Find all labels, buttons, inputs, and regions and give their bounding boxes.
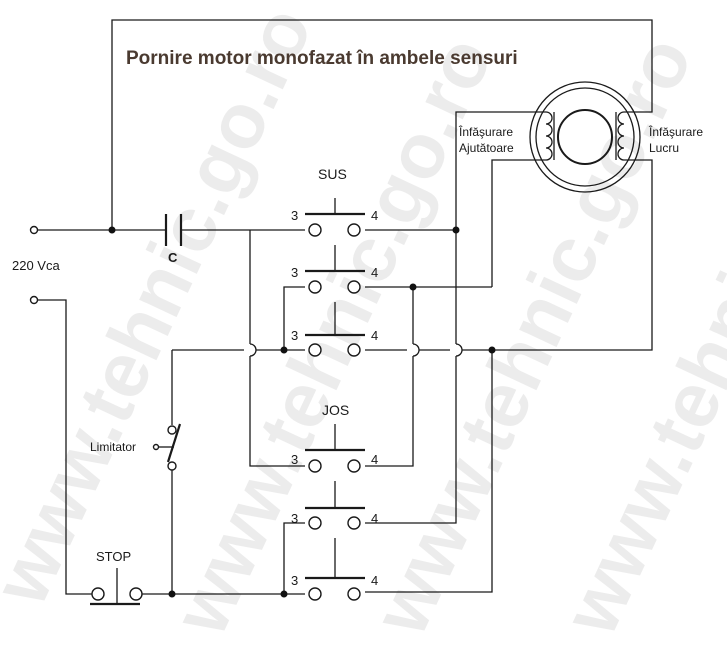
main-winding-label-1: Înfăşurare	[648, 124, 703, 139]
aux-winding-label-2: Ajutătoare	[459, 141, 514, 155]
jos1-pin-left: 3	[291, 452, 298, 467]
jos1-terminal-right	[347, 459, 361, 473]
sus3-pin-right: 4	[371, 328, 378, 343]
stop-terminal-left	[91, 587, 105, 601]
jos3-terminal-right	[347, 587, 361, 601]
junction-bottom-284	[280, 590, 288, 598]
jos2-terminal-right	[347, 516, 361, 530]
jos2-terminal-left	[308, 516, 322, 530]
sus-contact-1[interactable]: 3 4	[291, 198, 378, 237]
sus3-pin-left: 3	[291, 328, 298, 343]
main-winding-coil	[617, 111, 636, 161]
limit-terminal-top	[167, 425, 177, 435]
wire-aux-bottom	[491, 159, 530, 287]
sus2-terminal-right	[347, 280, 361, 294]
junction-492	[488, 346, 496, 354]
limit-blade	[166, 423, 182, 463]
wire-node413-to-jos1	[365, 356, 414, 467]
wire-crossover-456	[455, 343, 463, 357]
main-winding-label-2: Lucru	[649, 141, 679, 155]
motor-stator	[529, 81, 641, 193]
limit-actuator-tip	[152, 443, 160, 451]
wire-crossover-413	[412, 343, 420, 357]
junction-284	[280, 346, 288, 354]
junction-bottom-left	[168, 590, 176, 598]
stop-terminal-right	[129, 587, 143, 601]
sus2-pin-right: 4	[371, 265, 378, 280]
sus-contact-3[interactable]: 3 4	[291, 302, 378, 357]
wires	[38, 19, 653, 595]
aux-winding-label-1: Înfăşurare	[458, 124, 513, 139]
supply-terminals: 220 Vca	[12, 225, 60, 305]
wire-l2-to-stop	[38, 299, 98, 595]
stop-label: STOP	[96, 549, 131, 564]
sus-contact-2[interactable]: 3 4	[291, 245, 378, 294]
jos2-pin-right: 4	[371, 511, 378, 526]
capacitor: C	[164, 214, 183, 265]
wire-456-to-jos2	[365, 356, 457, 524]
up-group-header: SUS	[318, 166, 347, 182]
jos-contact-3[interactable]: 3 4	[291, 538, 378, 601]
jos1-pin-right: 4	[371, 452, 378, 467]
limit-label: Limitator	[90, 440, 136, 454]
junctions	[108, 226, 496, 598]
jos3-terminal-left	[308, 587, 322, 601]
down-group-header: JOS	[322, 402, 349, 418]
sus1-terminal-left	[308, 223, 322, 237]
junction-456	[452, 226, 460, 234]
jos3-pin-right: 4	[371, 573, 378, 588]
terminal-l1	[29, 225, 39, 235]
motor-stator-inner	[535, 87, 635, 187]
wire-crossover-1	[249, 343, 257, 357]
limit-terminal-bottom	[167, 461, 177, 471]
supply-label: 220 Vca	[12, 258, 60, 273]
sus2-terminal-left	[308, 280, 322, 294]
sus1-pin-left: 3	[291, 208, 298, 223]
sus1-pin-right: 4	[371, 208, 378, 223]
jos3-pin-left: 3	[291, 573, 298, 588]
wire-bus-to-jos1	[249, 356, 305, 467]
wire-sus2-left	[283, 286, 305, 350]
jos1-terminal-left	[308, 459, 322, 473]
sus3-terminal-left	[308, 343, 322, 357]
terminal-l2	[29, 295, 39, 305]
jos-contact-1[interactable]: 3 4	[291, 424, 378, 473]
jos-contact-2[interactable]: 3 4	[291, 481, 378, 530]
wire-aux-top	[455, 111, 530, 230]
sus1-terminal-right	[347, 223, 361, 237]
wire-492-to-jos3	[365, 350, 493, 593]
limit-switch[interactable]: Limitator	[90, 423, 182, 471]
stop-button[interactable]: STOP	[90, 549, 143, 606]
motor-rotor	[557, 109, 613, 165]
junction-413	[409, 283, 417, 291]
sus3-terminal-right	[347, 343, 361, 357]
motor: Înfăşurare Ajutătoare Înfăşurare Lucru	[458, 81, 703, 193]
wire-row3-to-main	[462, 159, 653, 351]
sus2-pin-left: 3	[291, 265, 298, 280]
wire-top-loop	[111, 19, 653, 230]
jos2-pin-left: 3	[291, 511, 298, 526]
capacitor-label: C	[168, 250, 178, 265]
junction-l1	[108, 226, 116, 234]
aux-winding-coil	[530, 111, 553, 161]
wire-jos2-left	[283, 522, 305, 594]
diagram-title: Pornire motor monofazat în ambele sensur…	[126, 48, 518, 69]
